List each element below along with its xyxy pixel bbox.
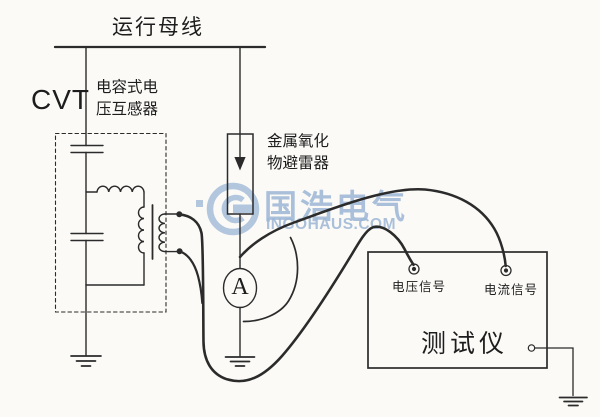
- voltage-signal-second-lead: [178, 250, 204, 305]
- ground-icon-tester: [558, 396, 588, 407]
- current-signal-lead-wire: [238, 188, 507, 268]
- tester-ground-lead: [534, 347, 574, 397]
- cvt-dashed-box: [54, 132, 167, 313]
- ammeter-circle: [222, 267, 258, 309]
- tester-box: [367, 251, 548, 369]
- tester-output-terminal: [527, 344, 536, 352]
- ground-icon-cvt: [70, 355, 102, 367]
- reactor-coil: [96, 185, 145, 193]
- capacitor-2: [70, 232, 104, 242]
- transformer-primary-coil: [137, 206, 145, 254]
- arrester-arrow-icon: [234, 157, 246, 171]
- voltage-socket-pin: [411, 266, 417, 272]
- capacitor-1: [70, 144, 104, 154]
- transformer-secondary-coil: [158, 213, 166, 253]
- ground-icon-ammeter: [224, 356, 256, 367]
- voltage-signal-lead-wire: [178, 213, 415, 383]
- ammeter-bypass-loop-wire: [242, 236, 299, 323]
- current-socket-pin: [503, 268, 509, 273]
